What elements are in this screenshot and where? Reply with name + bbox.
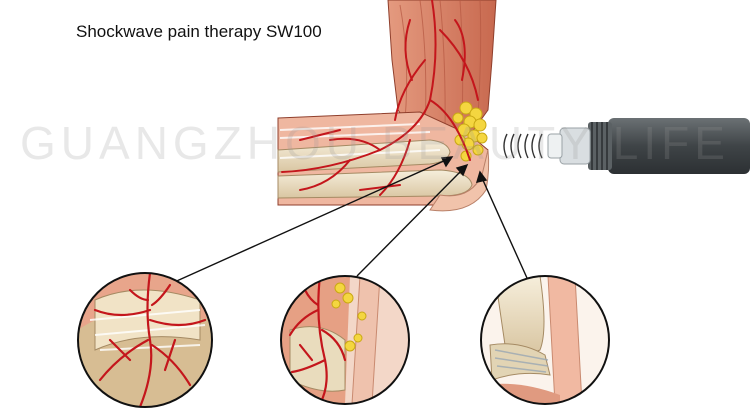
page-title: Shockwave pain therapy SW100 [76,22,322,41]
elbow-anatomy-illustration [277,0,497,212]
artery-network [281,0,479,196]
elbow-skin [429,149,490,212]
treatment-target-deposits [452,101,488,162]
callout-pointer-lines [169,156,528,285]
shockwave-handpiece-icon [547,118,750,174]
detail-view-left [77,272,213,408]
acoustic-waves-icon [503,133,543,159]
detail-view-right [480,275,610,405]
detail-view-middle [280,275,410,405]
